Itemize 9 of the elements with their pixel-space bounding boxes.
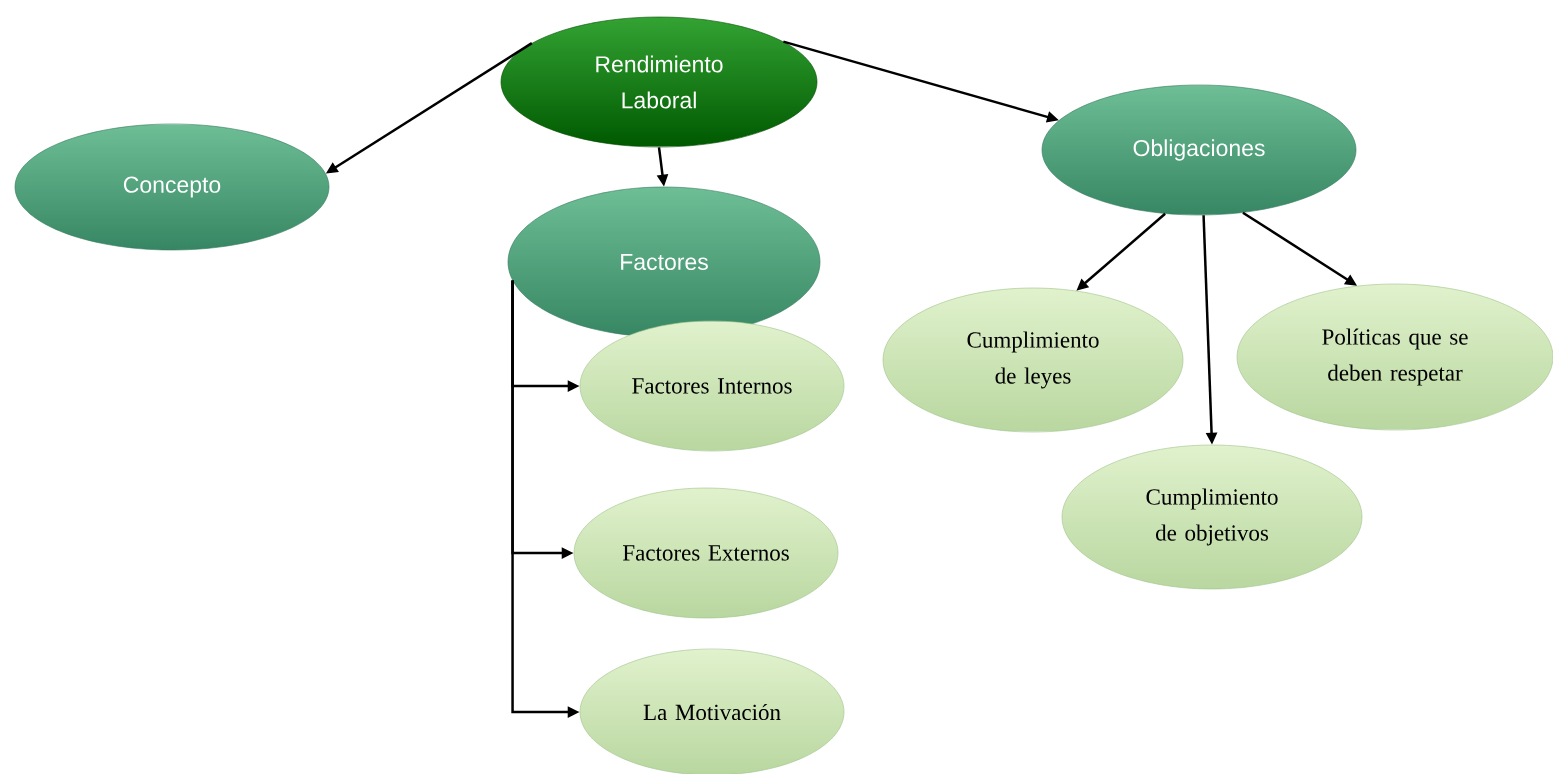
ellipse-node: Factores Internos: [579, 320, 845, 452]
ellipse-node: Cumplimiento de objetivos: [1061, 444, 1363, 590]
ellipse-node: Factores Externos: [573, 487, 839, 619]
ellipse-node: Concepto: [14, 123, 330, 251]
ellipse-node: Obligaciones: [1041, 84, 1357, 216]
ellipse-node: Políticas que se deben respetar: [1236, 283, 1553, 431]
ellipse-node: Rendimiento Laboral: [500, 16, 818, 148]
ellipse-node: Factores: [507, 186, 821, 338]
ellipse-node: Cumplimiento de leyes: [882, 287, 1184, 433]
